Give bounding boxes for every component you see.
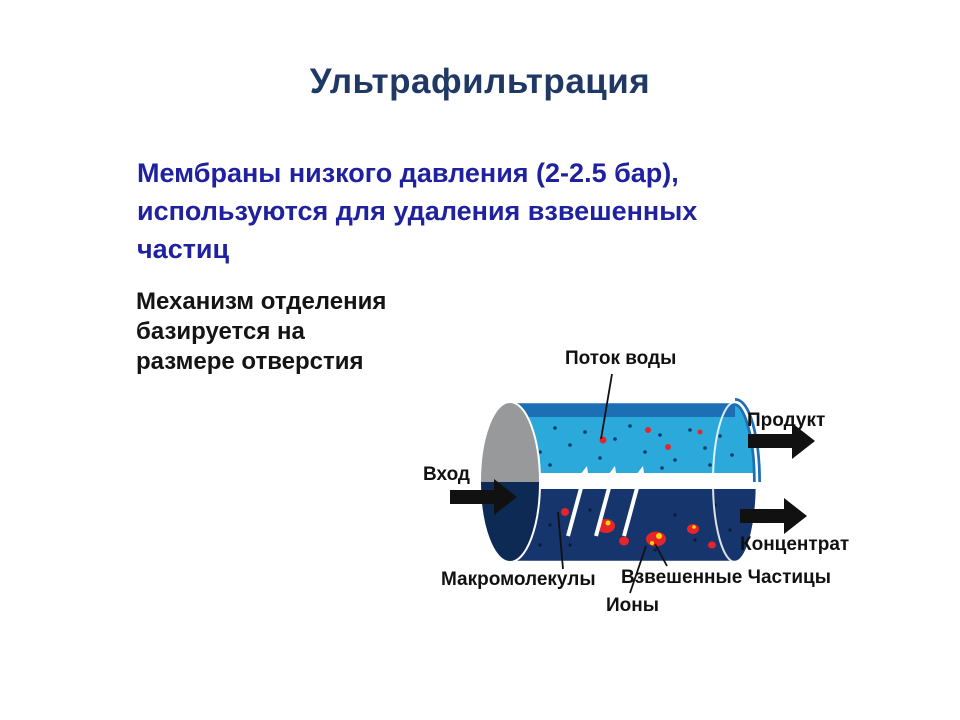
label-macromolecules: Макромолекулы bbox=[441, 569, 596, 590]
label-pointer-lines bbox=[557, 373, 668, 594]
mechanism-line: размере отверстия bbox=[136, 348, 364, 375]
label-water-flow: Поток воды bbox=[565, 348, 677, 369]
slide-title: Ультрафильтрация bbox=[309, 62, 651, 101]
membrane-module-graphic bbox=[450, 373, 815, 594]
intro-line: Мембраны низкого давления (2-2.5 бар), bbox=[137, 158, 679, 188]
ultrafiltration-diagram: Поток воды Вход Продукт Концентрат Макро… bbox=[410, 340, 880, 630]
mechanism-line: Механизм отделения bbox=[136, 288, 387, 315]
end-cap bbox=[479, 401, 541, 563]
concentrate-arrow bbox=[740, 498, 807, 534]
cylinder-body bbox=[510, 398, 761, 562]
product-arrow bbox=[748, 423, 815, 459]
label-product: Продукт bbox=[747, 410, 826, 431]
intro-paragraph: Мембраны низкого давления (2-2.5 бар), и… bbox=[137, 154, 697, 268]
right-rim bbox=[712, 401, 758, 563]
mechanism-paragraph: Механизм отделения базируется на размере… bbox=[136, 287, 386, 377]
intro-line: частиц bbox=[137, 234, 230, 264]
label-suspended-particles: Взвешенные Частицы bbox=[621, 567, 831, 588]
mechanism-line: базируется на bbox=[136, 318, 305, 345]
intro-line: используются для удаления взвешенных bbox=[137, 196, 698, 226]
label-inlet: Вход bbox=[423, 464, 470, 485]
label-concentrate: Концентрат bbox=[740, 534, 850, 555]
label-ions: Ионы bbox=[606, 595, 659, 616]
membrane-flow-arrows bbox=[566, 466, 645, 537]
inlet-arrow bbox=[450, 479, 517, 515]
